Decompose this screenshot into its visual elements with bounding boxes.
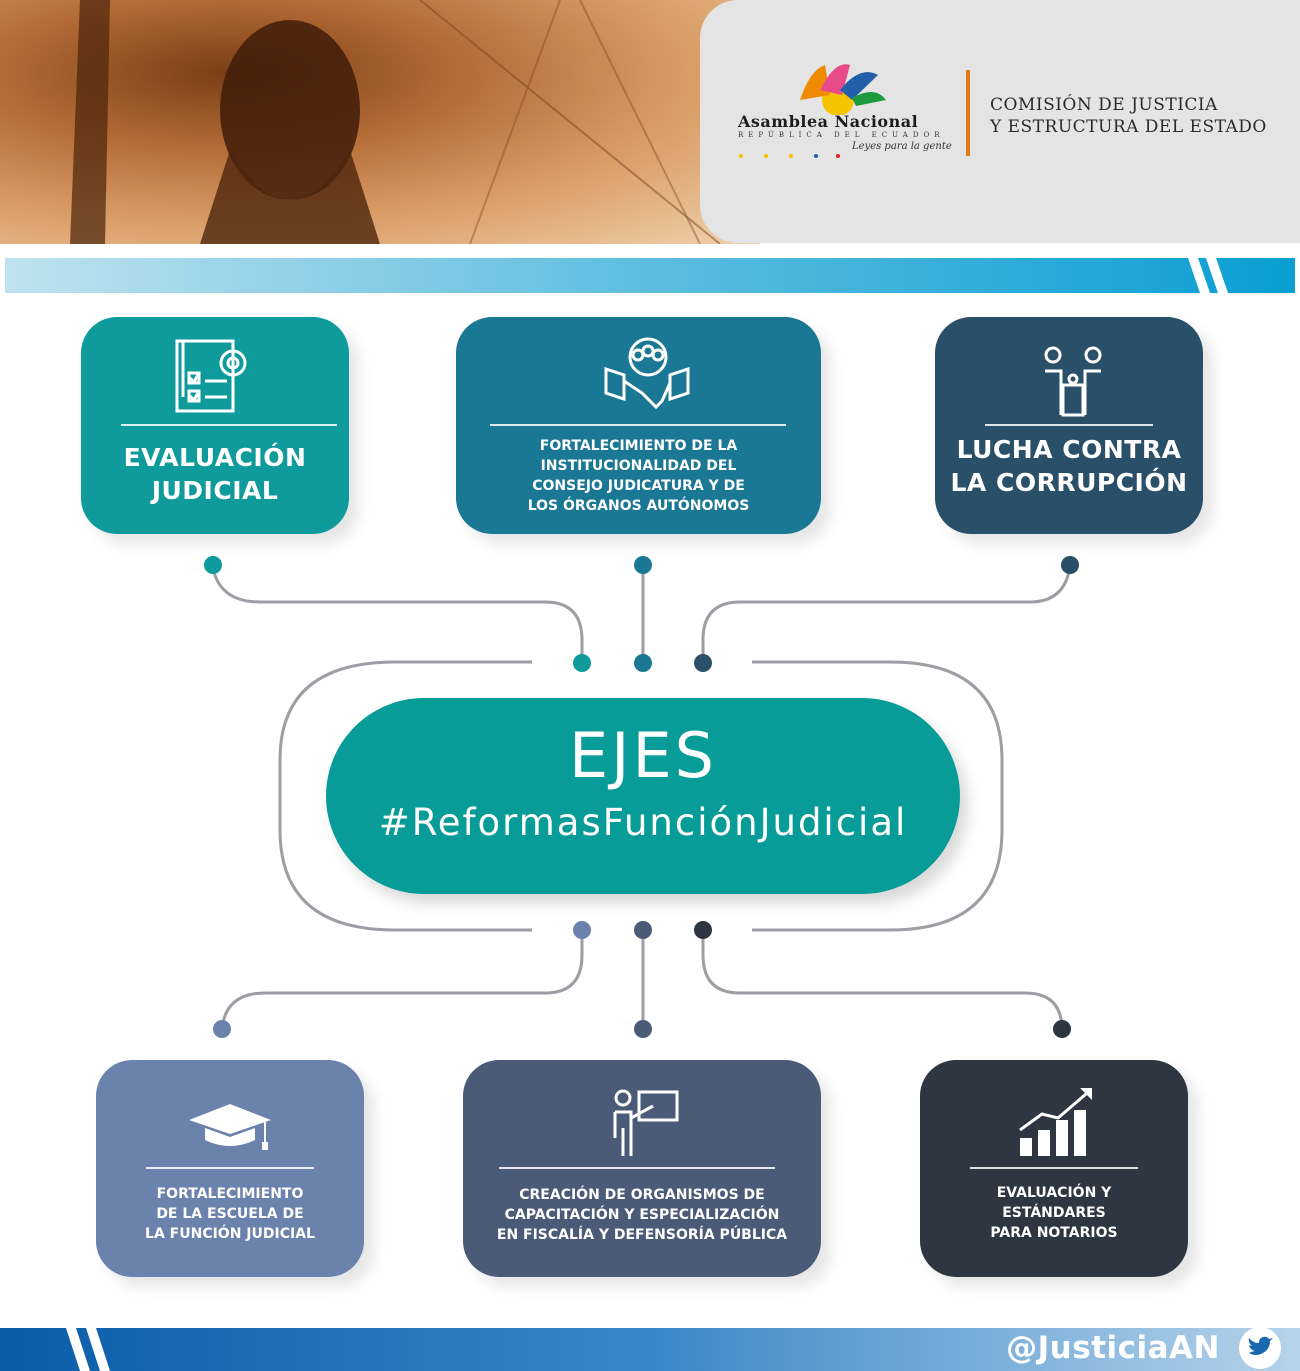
- card-title: FORTALECIMIENTO DE LA ESCUELA DE LA FUNC…: [145, 1186, 315, 1242]
- connector-dot: [634, 1020, 652, 1038]
- header-justice-photo: [0, 0, 760, 244]
- card-evaluacion-judicial: EVALUACIÓN JUDICIAL: [81, 317, 349, 534]
- growth-chart-icon: [1019, 1088, 1092, 1156]
- card-fortalecimiento-institucionalidad: FORTALECIMIENTO DE LA INSTITUCIONALIDAD …: [456, 317, 821, 534]
- card-lucha-corrupcion: LUCHA CONTRA LA CORRUPCIÓN: [935, 317, 1203, 534]
- logo-subtitle: REPÚBLICA DEL ECUADOR: [738, 131, 945, 139]
- center-hashtag[interactable]: #ReformasFunciónJudicial: [378, 801, 908, 844]
- twitter-bird-icon[interactable]: [1236, 1326, 1284, 1371]
- card-rule: [490, 424, 786, 426]
- header-stripe: [5, 258, 1295, 293]
- card-organismos-capacitacion: CREACIÓN DE ORGANISMOS DE CAPACITACIÓN Y…: [463, 1060, 821, 1277]
- lady-justice-silhouette: [70, 0, 721, 244]
- logo-dots: [738, 146, 843, 165]
- connector-dot: [1053, 1020, 1071, 1038]
- connector-dot: [634, 556, 652, 574]
- card-title: EVALUACIÓN JUDICIAL: [123, 443, 307, 505]
- commission-line1: COMISIÓN DE JUSTICIA: [990, 95, 1218, 115]
- connector-dot: [694, 921, 712, 939]
- card-title: FORTALECIMIENTO DE LA INSTITUCIONALIDAD …: [527, 438, 750, 514]
- stripe-slashes: [1188, 258, 1228, 293]
- connector-dot: [1061, 556, 1079, 574]
- teacher-board-icon: [613, 1089, 679, 1156]
- header-divider: [966, 70, 970, 156]
- card-escuela-funcion-judicial: FORTALECIMIENTO DE LA ESCUELA DE LA FUNC…: [96, 1060, 364, 1277]
- footer-bar: [0, 1328, 1300, 1371]
- card-rule: [985, 424, 1153, 426]
- connector-dot: [573, 921, 591, 939]
- card-title: EVALUACIÓN Y ESTÁNDARES PARA NOTARIOS: [990, 1185, 1118, 1241]
- footer-slashes: [66, 1328, 110, 1371]
- header-panel: [700, 0, 1300, 243]
- logo-tagline: Leyes para la gente: [852, 141, 952, 152]
- card-rule: [121, 424, 337, 426]
- graduation-cap-icon: [189, 1104, 271, 1150]
- connector-dot: [634, 921, 652, 939]
- podium-people-icon: [1044, 346, 1102, 417]
- handshake-team-icon: [604, 337, 690, 410]
- connector-dot: [694, 654, 712, 672]
- card-title: CREACIÓN DE ORGANISMOS DE CAPACITACIÓN Y…: [496, 1187, 788, 1243]
- card-evaluacion-notarios: EVALUACIÓN Y ESTÁNDARES PARA NOTARIOS: [920, 1060, 1188, 1277]
- checklist-gear-icon: [175, 339, 247, 413]
- connector-dot: [213, 1020, 231, 1038]
- card-rule: [970, 1167, 1138, 1169]
- connector-dot: [634, 654, 652, 672]
- logo-title: Asamblea Nacional: [738, 112, 919, 131]
- asamblea-logo-icon: [800, 64, 886, 115]
- card-rule: [146, 1167, 314, 1169]
- commission-line2: Y ESTRUCTURA DEL ESTADO: [990, 117, 1267, 137]
- card-rule: [499, 1167, 775, 1169]
- card-title: LUCHA CONTRA LA CORRUPCIÓN: [950, 435, 1188, 497]
- center-pill: EJES #ReformasFunciónJudicial: [326, 698, 960, 894]
- connector-dot: [573, 654, 591, 672]
- connector-dot: [204, 556, 222, 574]
- center-title: EJES: [569, 719, 717, 792]
- twitter-handle[interactable]: @JusticiaAN: [1006, 1330, 1220, 1366]
